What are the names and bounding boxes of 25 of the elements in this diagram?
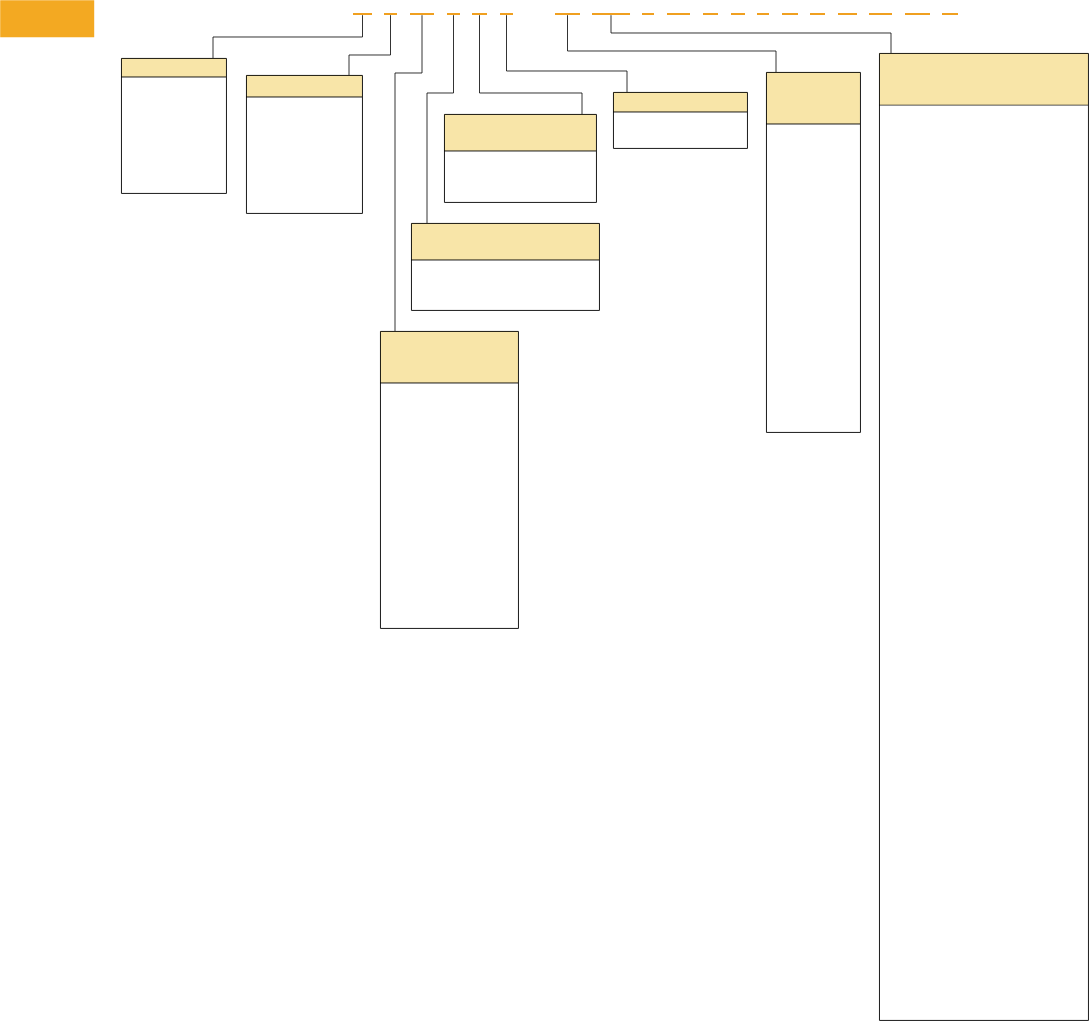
dash — [410, 13, 434, 15]
table-box — [878, 53, 1089, 1021]
table-box — [120, 58, 227, 194]
leader-line — [610, 14, 892, 54]
leader-line — [506, 14, 628, 93]
dash — [592, 13, 630, 15]
leader-line — [567, 14, 777, 73]
table-box — [612, 92, 748, 149]
leader-line — [348, 14, 391, 76]
table-box — [443, 114, 597, 203]
dash — [353, 13, 372, 15]
dash — [555, 13, 580, 15]
leader-line — [394, 14, 423, 332]
table-box — [379, 331, 519, 629]
table-box — [245, 75, 363, 214]
dash — [447, 13, 460, 15]
table-box — [765, 72, 861, 433]
dash — [500, 13, 513, 15]
dash — [384, 13, 397, 15]
leader-line — [479, 14, 583, 115]
leader-line — [426, 14, 454, 224]
dash — [472, 13, 487, 15]
leader-line — [212, 14, 363, 59]
table-box — [410, 223, 600, 311]
tab-block — [0, 0, 95, 38]
